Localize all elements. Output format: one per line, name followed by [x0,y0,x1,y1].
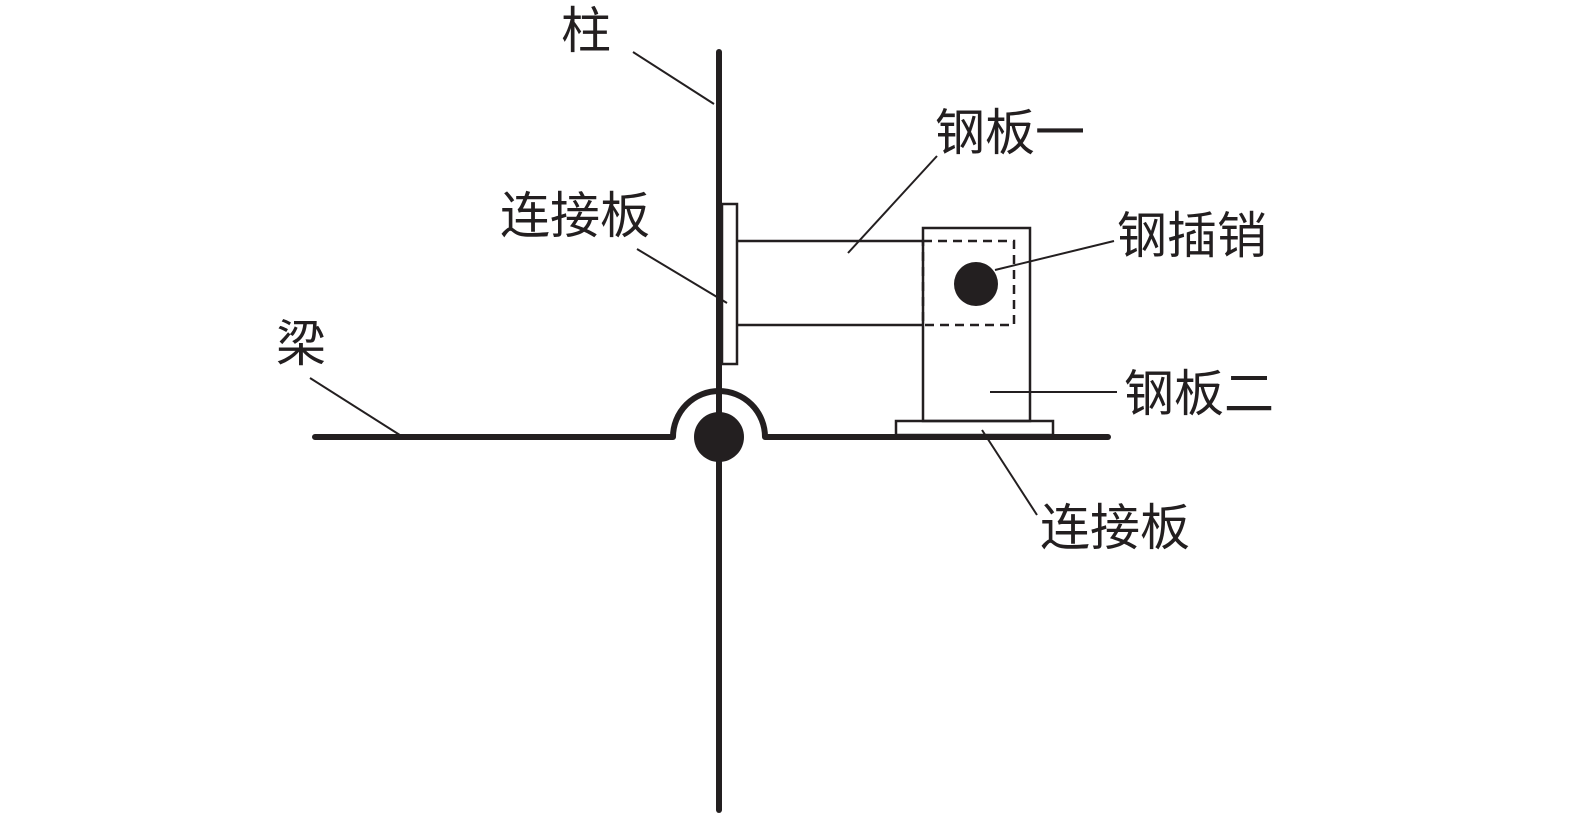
label-column: 柱 [561,2,611,60]
connecting-plate-vertical [720,202,739,366]
beam-line [312,388,1111,440]
leader-beam [309,377,404,438]
leader-steel-pin [994,240,1115,271]
label-beam: 梁 [276,315,326,373]
label-steel-pin: 钢插销 [1117,207,1267,265]
label-steel-plate-2: 钢板二 [1124,365,1274,423]
steel-pin [954,262,998,306]
label-connecting-plate-bottom: 连接板 [1040,499,1190,557]
leader-connecting-plate-top [636,248,728,304]
leader-connecting-plate-bottom [981,429,1038,516]
label-steel-plate-1: 钢板一 [935,104,1085,162]
leader-column [632,51,715,105]
steel-plate-1-hidden-outline [921,239,1016,327]
label-connecting-plate-top: 连接板 [500,187,650,245]
hinge-pin [694,412,744,462]
connecting-plate-horizontal [894,419,1055,437]
leader-steel-plate-1 [847,155,938,254]
